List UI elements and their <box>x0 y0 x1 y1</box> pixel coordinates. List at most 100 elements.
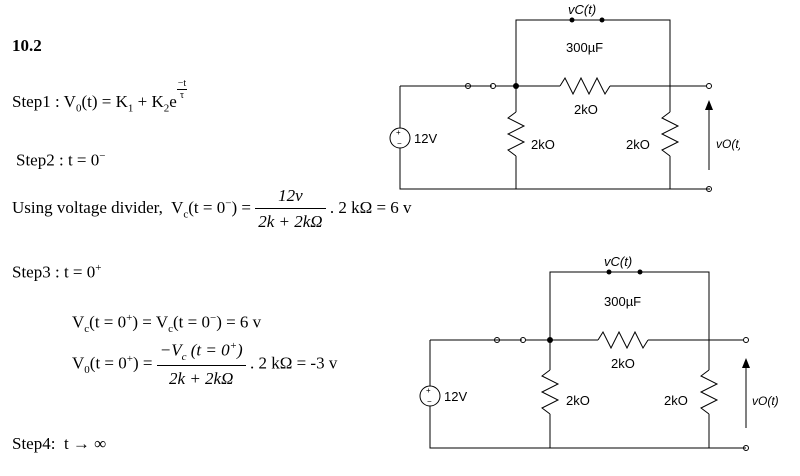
v0-denominator: 2k + 2kΩ <box>169 369 234 389</box>
step3-label: Step3 : t = 0 <box>12 262 96 282</box>
vd-fraction: 12v 2k + 2kΩ <box>255 186 326 232</box>
circuit2-source-label: 12V <box>444 389 467 404</box>
circuit1-switch-contact-a <box>465 83 471 89</box>
circuit1-cap-dot-right <box>599 17 605 23</box>
circuit2-cap-loop <box>549 271 710 340</box>
step1-v-sub: 0 <box>75 102 82 115</box>
circuit2-series-resistor-label: 2kO <box>611 356 635 371</box>
step1-k2-sub: 2 <box>163 102 170 115</box>
v0-num-a: −V <box>159 340 182 360</box>
v0-v: V <box>72 353 85 373</box>
circuit1-vo-arrow-head <box>705 100 713 110</box>
circuit1-left-resistor-label: 2kO <box>531 137 555 152</box>
step1-plus: + K <box>133 92 164 111</box>
circuit2-vc-label: vC(t) <box>604 254 632 269</box>
step3-line: Step3 : t = 0+ <box>12 262 101 283</box>
circuit1-cap-dot-left <box>569 17 575 23</box>
step2-label: Step2 : <box>16 150 64 170</box>
step4-expr: t → ∞ <box>63 434 107 453</box>
circuit2-output-terminal-top <box>743 337 749 343</box>
circuit2-series-resistor <box>597 330 649 350</box>
circuit2-output-terminal-bottom <box>743 445 749 451</box>
step1-exp-num: −t <box>176 78 188 90</box>
circuit1-voltage-source <box>389 127 411 149</box>
vd-numerator: 12v <box>255 186 326 209</box>
circuit2-vo-arrow-head <box>742 358 750 368</box>
circuit1-switch-contact-b <box>490 83 496 89</box>
step4-label: Step4: <box>12 434 56 453</box>
v0-num-sup: + <box>229 340 238 352</box>
step1-k1-sub: 1 <box>127 102 134 115</box>
circuit1-series-resistor-label: 2kO <box>574 102 598 117</box>
circuit2-cap-dot-right <box>637 269 643 275</box>
circuit2-switch-contact-a <box>494 337 500 343</box>
circuit2-right-resistor-label: 2kO <box>664 393 688 408</box>
circuit2-right-shunt-resistor <box>699 369 719 415</box>
v0-a: (t = 0 <box>89 353 127 373</box>
vd-lhs-close: ) = <box>231 197 251 217</box>
step1-v: V <box>63 92 76 111</box>
vc-c: (t = 0 <box>172 312 210 332</box>
circuit1-right-shunt-resistor <box>660 111 680 157</box>
vc-a-sup: + <box>126 312 133 324</box>
vc-b: ) = V <box>132 312 169 332</box>
vd-prefix: Using voltage divider, <box>12 197 163 217</box>
circuit1-series-resistor <box>559 76 611 96</box>
vd-lhs-arg: (t = 0 <box>188 197 226 217</box>
step4-line: Step4: t → ∞ <box>12 434 106 454</box>
circuit1-node-dot <box>513 83 519 89</box>
vc-v: V <box>72 312 85 332</box>
circuit1-output-terminal-bottom <box>706 186 712 192</box>
v0-numerator: −Vc (t = 0+) <box>156 340 246 367</box>
step2-sup: − <box>99 150 106 162</box>
vd-denominator: 2k + 2kΩ <box>258 212 323 231</box>
step1-label: Step1 : <box>12 92 60 111</box>
circuit1-bottom-wire <box>399 86 710 190</box>
circuit1-source-minus: − <box>397 139 402 148</box>
circuit-diagram-2: + − 12V vC(t) 300µF 2kO 2kO 2kO vO(t) <box>419 254 779 451</box>
v0-num-c: ) <box>237 340 243 360</box>
circuit2-cap-dot-left <box>606 269 612 275</box>
vc-c-sup: − <box>209 312 217 324</box>
step2-line: Step2 : t = 0− <box>16 150 105 171</box>
v0-sub: 0 <box>84 363 90 376</box>
circuit2-vo-label: vO(t) <box>752 394 779 408</box>
vc-a: (t = 0 <box>89 312 127 332</box>
v0-num-sub: c <box>181 351 187 364</box>
step1-exp-base: e <box>169 92 177 111</box>
v0-a-sup: + <box>126 352 133 365</box>
circuit1-cap-label: 300µF <box>566 40 603 55</box>
problem-number: 10.2 <box>12 36 42 55</box>
circuit2-left-shunt-resistor <box>540 369 560 415</box>
vd-lhs-sup: − <box>225 197 232 210</box>
vd-lhs: V <box>171 197 184 217</box>
v0-equation: V0(t = 0+) = −Vc (t = 0+) 2k + 2kΩ . 2 k… <box>72 340 337 389</box>
vc-sub: c <box>84 323 90 336</box>
circuit1-cap-loop <box>515 19 671 86</box>
v0-fraction: −Vc (t = 0+) 2k + 2kΩ <box>156 340 246 389</box>
vd-lhs-sub: c <box>183 208 189 221</box>
circuit2-node-dot <box>547 337 553 343</box>
step2-expr: t = 0 <box>67 150 100 170</box>
circuit2-voltage-source <box>419 385 441 407</box>
vd-suffix: . 2 kΩ = 6 v <box>329 197 412 217</box>
circuit1-output-terminal-top <box>706 83 712 89</box>
circuit2-left-resistor-label: 2kO <box>566 393 590 408</box>
circuit1-left-shunt-resistor <box>506 111 526 157</box>
circuit1-vc-label: vC(t) <box>568 2 596 17</box>
v0-b: ) = <box>132 353 153 373</box>
vc-b-sub: c <box>168 323 173 336</box>
circuit1-vo-label: vO(t) <box>716 137 740 151</box>
circuit2-source-minus: − <box>427 397 432 406</box>
v0-suffix: . 2 kΩ = -3 v <box>249 353 338 373</box>
v0-num-b: (t = 0 <box>186 340 230 360</box>
vc-equation: Vc(t = 0+) = Vc(t = 0−) = 6 v <box>72 312 261 335</box>
circuit2-switch-contact-b <box>520 337 526 343</box>
circuit2-source-plus: + <box>426 386 431 395</box>
circuit1-source-plus: + <box>396 128 401 137</box>
voltage-divider-line: Using voltage divider, Vc(t = 0−) = 12v … <box>12 186 412 232</box>
circuit2-cap-label: 300µF <box>604 294 641 309</box>
